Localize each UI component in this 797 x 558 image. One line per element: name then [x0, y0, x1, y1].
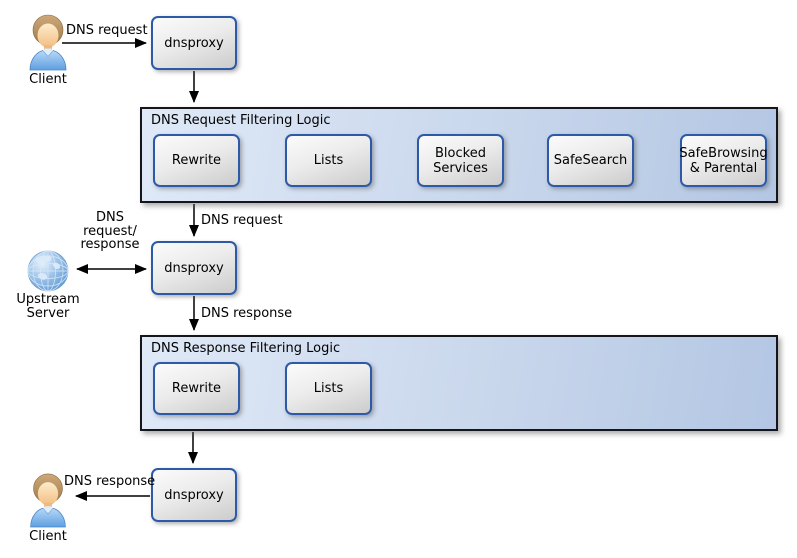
step-lists-request-label: Lists: [313, 153, 344, 168]
response-filtering-container: DNS Response Filtering Logic: [140, 335, 778, 431]
step-safebrowsing-parental: SafeBrowsing & Parental: [679, 134, 768, 187]
dns-request-response-label: DNS request/ response: [80, 210, 140, 252]
dns-request-top-label: DNS request: [66, 23, 148, 38]
step-blocked-services-label: Blocked Services: [433, 145, 488, 176]
step-rewrite-response-label: Rewrite: [171, 381, 222, 396]
client-top-label: Client: [29, 72, 67, 87]
step-safesearch-label: SafeSearch: [553, 153, 628, 168]
client-bottom-icon: [26, 472, 70, 528]
person-icon: [29, 14, 67, 71]
response-filtering-title: DNS Response Filtering Logic: [151, 341, 341, 356]
dns-request-mid-label: DNS request: [201, 213, 283, 228]
dnsproxy-mid-node-label: dnsproxy: [164, 260, 224, 276]
upstream-server-label: Upstream Server: [16, 292, 80, 321]
step-rewrite-request: Rewrite: [153, 134, 240, 187]
step-safebrowsing-parental-label: SafeBrowsing & Parental: [679, 145, 768, 176]
step-lists-response: Lists: [285, 362, 372, 415]
globe-icon: [27, 250, 69, 292]
dnsproxy-top-node: dnsproxy: [151, 16, 237, 70]
step-blocked-services: Blocked Services: [417, 134, 504, 187]
dnsproxy-mid-node: dnsproxy: [151, 241, 237, 295]
client-bottom-label: Client: [29, 529, 67, 544]
dns-response-bottom-label: DNS response: [64, 474, 156, 489]
step-lists-request: Lists: [285, 134, 372, 187]
step-safesearch: SafeSearch: [547, 134, 634, 187]
request-filtering-title: DNS Request Filtering Logic: [151, 113, 331, 128]
dnsproxy-bottom-node-label: dnsproxy: [164, 487, 224, 503]
client-top-icon: [26, 13, 70, 71]
person-icon: [30, 473, 66, 528]
step-rewrite-request-label: Rewrite: [171, 153, 222, 168]
step-lists-response-label: Lists: [313, 381, 344, 396]
upstream-server-icon: [27, 250, 69, 292]
dns-response-mid-label: DNS response: [201, 306, 293, 321]
step-rewrite-response: Rewrite: [153, 362, 240, 415]
dnsproxy-bottom-node: dnsproxy: [151, 468, 237, 522]
dnsproxy-top-node-label: dnsproxy: [164, 35, 224, 51]
